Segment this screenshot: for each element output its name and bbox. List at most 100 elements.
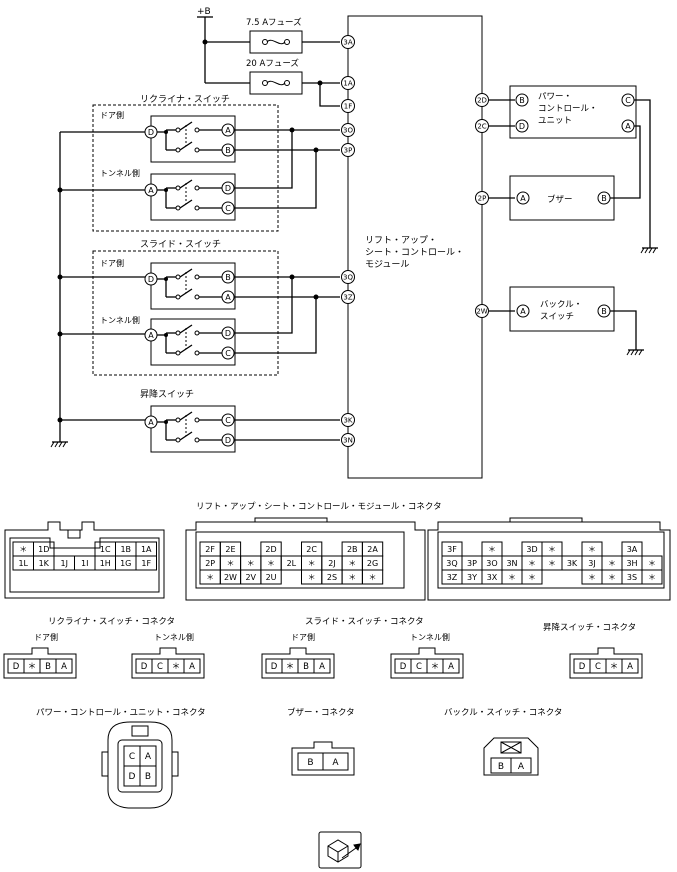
svg-text:1F: 1F [344, 103, 352, 111]
fuse-75 [249, 30, 303, 54]
buckle-connector [483, 737, 539, 776]
svg-text:2D: 2D [265, 545, 276, 554]
recliner-door-label: ドア側 [100, 110, 124, 120]
slide-connector-title: スライド・スイッチ・コネクタ [305, 617, 424, 627]
svg-text:＊: ＊ [267, 559, 275, 568]
c1-cell-1A: 1A [135, 541, 157, 557]
svg-text:＊: ＊ [508, 573, 516, 582]
pcu-pin-A: A [621, 119, 635, 133]
svg-text:＊: ＊ [488, 545, 496, 554]
c3-cell-3J: 3J [581, 555, 603, 571]
c1-cell-1F: 1F [135, 555, 157, 571]
c3-cell-blank: ＊ [581, 541, 603, 557]
svg-text:C: C [225, 204, 231, 213]
fuse-20 [249, 71, 303, 95]
c3-cell-blank: ＊ [541, 555, 563, 571]
svg-text:＊: ＊ [588, 545, 596, 554]
svg-text:D: D [225, 436, 231, 445]
buzzer-conn-pin-B: B [297, 752, 324, 771]
svg-text:2L: 2L [287, 559, 297, 568]
buckle-conn-pin-A: A [510, 757, 532, 774]
recliner-door-conn-label: ドア側 [34, 632, 58, 642]
c2-cell-blank: ＊ [341, 555, 363, 571]
module-pin-3P: 3P [341, 143, 355, 157]
module-pin-3A: 3A [341, 35, 355, 49]
svg-text:D: D [129, 772, 136, 782]
lift-connector-title: 昇降スイッチ・コネクタ [543, 622, 636, 633]
svg-text:B: B [601, 307, 607, 316]
svg-text:A: A [448, 662, 454, 672]
recliner-door-switch-pin-B: B [221, 143, 235, 157]
c2-cell-blank: ＊ [301, 569, 323, 585]
lift-switch-pin-C: C [221, 413, 235, 427]
c3-cell-3P: 3P [461, 555, 483, 571]
svg-text:＊: ＊ [247, 559, 255, 568]
svg-text:3N: 3N [343, 437, 353, 445]
power-control-unit: パワー・ コントロール・ ユニット [509, 85, 637, 139]
svg-text:2C: 2C [306, 545, 317, 554]
svg-text:3N: 3N [506, 559, 517, 568]
svg-text:D: D [579, 662, 586, 672]
c2-cell-blank: ＊ [219, 555, 242, 571]
svg-text:C: C [416, 662, 422, 672]
c1-cell-blank: ＊ [12, 541, 34, 557]
pcu-pin-D: D [515, 119, 529, 133]
c2-cell-2J: 2J [321, 555, 343, 571]
module-pin-2C: 2C [475, 119, 489, 133]
svg-text:2B: 2B [347, 545, 358, 554]
svg-text:＊: ＊ [172, 662, 181, 672]
buzzer-pin-A: A [516, 191, 530, 205]
lift-switch-pin-A: A [144, 415, 158, 429]
svg-text:3J: 3J [588, 559, 595, 568]
c1-cell-1D: 1D [33, 541, 55, 557]
svg-text:A: A [148, 331, 154, 340]
svg-text:＊: ＊ [608, 559, 616, 568]
c2-cell-blank: ＊ [199, 569, 221, 585]
svg-text:2G: 2G [367, 559, 378, 568]
svg-text:1J: 1J [61, 559, 68, 568]
svg-text:D: D [225, 184, 231, 193]
svg-text:2W: 2W [476, 308, 487, 316]
slide-tunnel-switch-pin-C: C [221, 346, 235, 360]
svg-text:＊: ＊ [206, 573, 214, 582]
pcu-connector [101, 721, 179, 809]
c3-cell-3Z: 3Z [441, 569, 463, 585]
svg-text:D: D [148, 128, 154, 137]
svg-text:＊: ＊ [19, 545, 27, 554]
svg-text:A: A [225, 126, 231, 135]
module-connector-3 [427, 517, 671, 601]
svg-text:B: B [601, 194, 607, 203]
slide-door-switch-pin-B: B [221, 270, 235, 284]
module-label-2: シート・コントロール・ [365, 248, 464, 258]
ground-left [50, 441, 68, 448]
svg-text:＊: ＊ [226, 559, 234, 568]
c2-cell-2E: 2E [219, 541, 242, 557]
pcu-pin-C: C [621, 93, 635, 107]
lift-switch-pin-D: D [221, 433, 235, 447]
c2-cell-2S: 2S [321, 569, 343, 585]
power-b-label: +B [197, 7, 211, 17]
c3-cell-3Y: 3Y [461, 569, 483, 585]
c2-cell-2W: 2W [219, 569, 242, 585]
svg-text:3K: 3K [567, 559, 578, 568]
svg-text:A: A [189, 662, 195, 672]
svg-text:D: D [13, 662, 20, 672]
recliner-tunnel-switch-pin-D: D [221, 181, 235, 195]
svg-text:2V: 2V [245, 573, 256, 582]
c3-cell-3X: 3X [481, 569, 503, 585]
module-pin-3N: 3N [341, 433, 355, 447]
c2-cell-2C: 2C [301, 541, 323, 557]
pcu-conn-pin-C: C [123, 745, 141, 767]
c3-cell-blank: ＊ [501, 569, 523, 585]
recliner-switch-label: リクライナ・スイッチ [140, 94, 230, 105]
c2-cell-2F: 2F [199, 541, 221, 557]
fuse-75-label: 7.5 Aフューズ [246, 17, 302, 28]
svg-text:A: A [332, 758, 339, 768]
svg-text:＊: ＊ [431, 662, 440, 672]
svg-text:C: C [625, 96, 631, 105]
svg-text:A: A [61, 662, 67, 672]
svg-text:1C: 1C [100, 545, 111, 554]
